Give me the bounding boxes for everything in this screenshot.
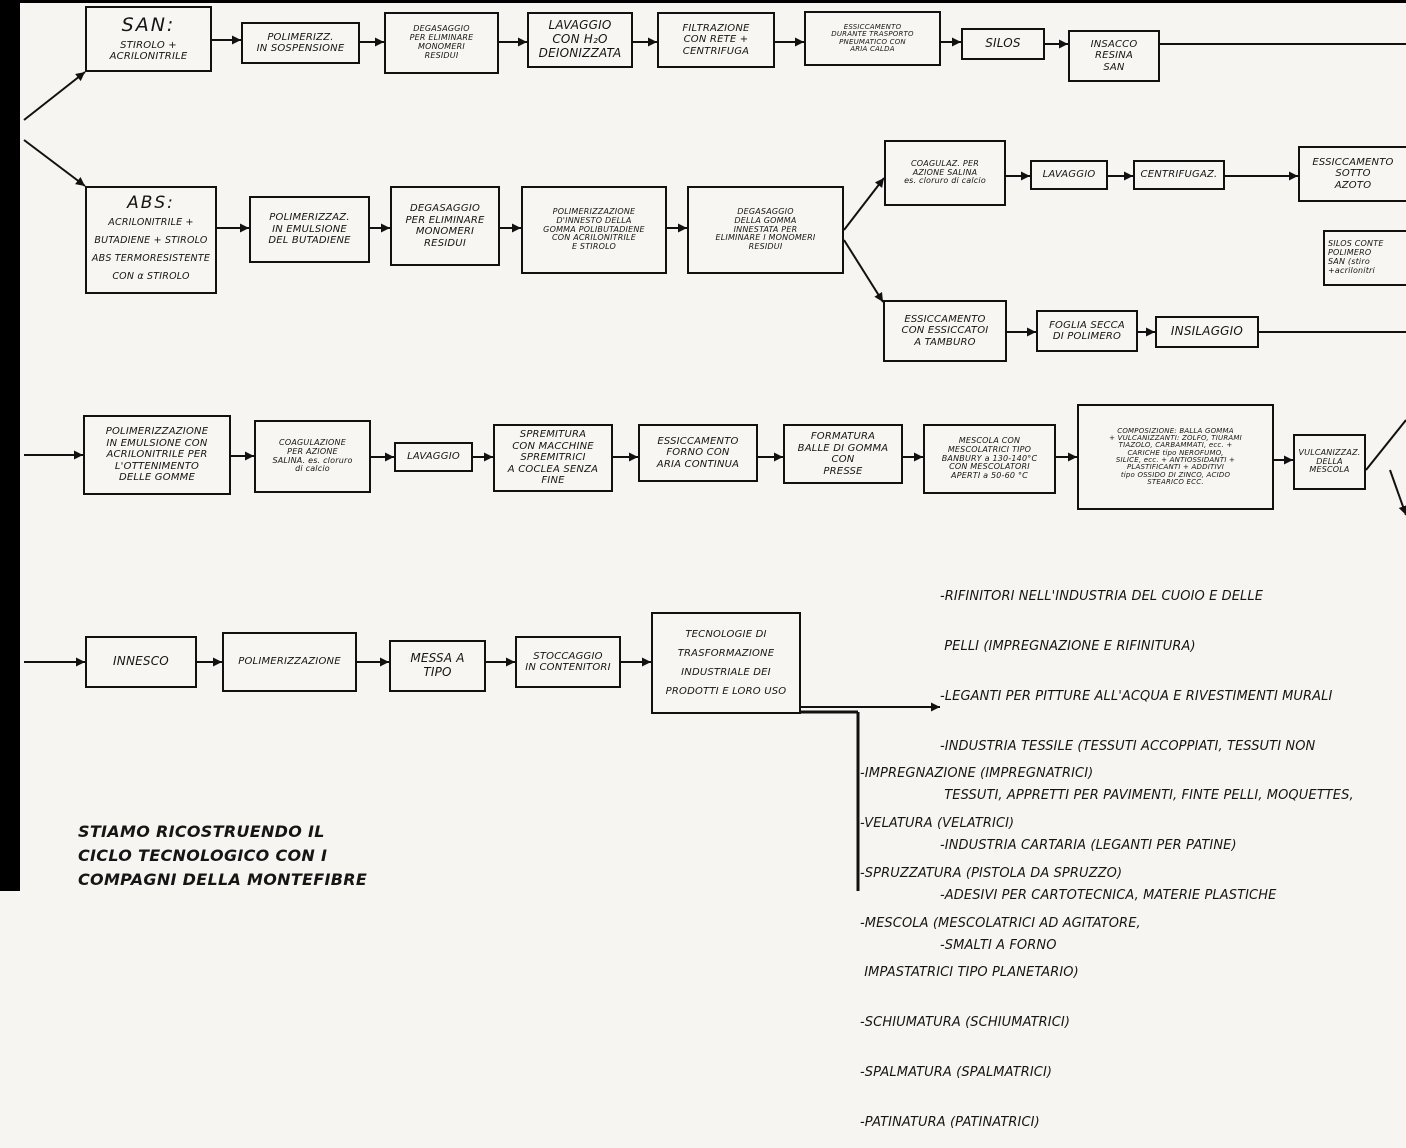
connector-line bbox=[843, 177, 885, 231]
arrow-head bbox=[518, 37, 527, 47]
arrow-head bbox=[213, 657, 222, 667]
arrow-head bbox=[484, 452, 493, 462]
latex-step-2: POLIMERIZZAZIONE bbox=[222, 632, 357, 692]
techniques-list: -IMPREGNAZIONE (IMPREGNATRICI) -VELATURA… bbox=[860, 733, 1141, 1148]
san-step-insacco: INSACCO RESINA SAN bbox=[1068, 30, 1160, 82]
arrow-head bbox=[629, 452, 638, 462]
rubber-step-6: FORMATURA BALLE DI GOMMA CON PRESSE bbox=[783, 424, 903, 484]
technique-line: -SCHIUMATURA (SCHIUMATRICI) bbox=[860, 1015, 1071, 1031]
arrow-head bbox=[1068, 452, 1077, 462]
arrow-head bbox=[1398, 505, 1406, 515]
arrow-head bbox=[874, 178, 884, 188]
arrow-head bbox=[1284, 455, 1293, 465]
arrow-head bbox=[952, 37, 961, 47]
connector-line bbox=[23, 71, 86, 121]
rubber-step-8: COMPOSIZIONE: BALLA GOMMA + VULCANIZZANT… bbox=[1077, 404, 1274, 510]
uses-line: -RIFINITORI NELL'INDUSTRIA DEL CUOIO E D… bbox=[940, 589, 1264, 605]
arrow-head bbox=[75, 176, 85, 186]
uses-line: TESSUTI, APPRETTI PER PAVIMENTI, FINTE P… bbox=[940, 788, 1354, 804]
san-source-box: SAN: STIROLO + ACRILONITRILE bbox=[85, 6, 212, 72]
arrow-head bbox=[381, 223, 390, 233]
technique-line: IMPASTATRICI TIPO PLANETARIO) bbox=[860, 965, 1079, 981]
arrow-head bbox=[1289, 171, 1298, 181]
handwritten-note: STIAMO RICOSTRUENDO IL CICLO TECNOLOGICO… bbox=[78, 822, 368, 889]
connector-line bbox=[1365, 419, 1406, 471]
latex-step-4: STOCCAGGIO IN CONTENITORI bbox=[515, 636, 621, 688]
abs-step-2: DEGASAGGIO PER ELIMINARE MONOMERI RESIDU… bbox=[390, 186, 500, 266]
uses-line: -INDUSTRIA TESSILE (TESSUTI ACCOPPIATI, … bbox=[940, 738, 1316, 754]
abs-step-1: POLIMERIZZAZ. IN EMULSIONE DEL BUTADIENE bbox=[249, 196, 370, 263]
arrow-head bbox=[774, 452, 783, 462]
arrow-head bbox=[931, 702, 940, 712]
san-step-2: DEGASAGGIO PER ELIMINARE MONOMERI RESIDU… bbox=[384, 12, 499, 74]
arrow-head bbox=[642, 657, 651, 667]
technique-line: -SPALMATURA (SPALMATRICI) bbox=[860, 1064, 1053, 1080]
arrow-head bbox=[76, 657, 85, 667]
uses-line: PELLI (IMPREGNAZIONE E RIFINITURA) bbox=[940, 638, 1196, 654]
arrow-head bbox=[232, 35, 241, 45]
arrow-head bbox=[75, 72, 85, 82]
abs-lower-step-3: INSILAGGIO bbox=[1155, 316, 1259, 348]
connector-line bbox=[23, 139, 86, 187]
arrow-head bbox=[1027, 327, 1036, 337]
page-frame bbox=[0, 0, 1406, 891]
arrow-head bbox=[1146, 327, 1155, 337]
arrow-head bbox=[380, 657, 389, 667]
rubber-step-7: MESCOLA CON MESCOLATRICI TIPO BANBURY a … bbox=[923, 424, 1056, 494]
abs-upper-step-4: ESSICCAMENTO SOTTO AZOTO bbox=[1298, 146, 1406, 202]
silos-san-box: SILOS CONTE POLIMERO SAN (stiro +acrilon… bbox=[1323, 230, 1406, 286]
san-subtitle: STIROLO + ACRILONITRILE bbox=[109, 39, 188, 63]
connector-arrows bbox=[23, 35, 1406, 891]
san-step-5: ESSICCAMENTO DURANTE TRASPORTO PNEUMATIC… bbox=[804, 11, 941, 66]
san-step-4: FILTRAZIONE CON RETE + CENTRIFUGA bbox=[657, 12, 775, 68]
san-title: SAN: bbox=[121, 14, 176, 37]
arrow-head bbox=[1124, 171, 1133, 181]
technique-line: -SPRUZZATURA (PISTOLA DA SPRUZZO) bbox=[860, 865, 1123, 881]
rubber-step-1: POLIMERIZZAZIONE IN EMULSIONE CON ACRILO… bbox=[83, 415, 231, 495]
abs-source-box: ABS: ACRILONITRILE + BUTADIENE + STIROLO… bbox=[85, 186, 217, 294]
arrow-head bbox=[1059, 39, 1068, 49]
arrow-head bbox=[240, 223, 249, 233]
arrow-head bbox=[512, 223, 521, 233]
technique-line: -VELATURA (VELATRICI) bbox=[860, 815, 1015, 831]
arrow-head bbox=[648, 37, 657, 47]
abs-upper-step-2: LAVAGGIO bbox=[1030, 160, 1108, 190]
uses-line: -INDUSTRIA CARTARIA (LEGANTI PER PATINE) bbox=[940, 838, 1237, 854]
abs-step-3: POLIMERIZZAZIONE D'INNESTO DELLA GOMMA P… bbox=[521, 186, 667, 274]
arrow-head bbox=[506, 657, 515, 667]
arrow-head bbox=[914, 452, 923, 462]
technique-line: -IMPREGNAZIONE (IMPREGNATRICI) bbox=[860, 766, 1094, 782]
arrow-head bbox=[385, 452, 394, 462]
uses-line: -LEGANTI PER PITTURE ALL'ACQUA E RIVESTI… bbox=[940, 688, 1333, 704]
rubber-step-9: VULCANIZZAZ. DELLA MESCOLA bbox=[1293, 434, 1366, 490]
abs-title: ABS: bbox=[127, 193, 175, 214]
arrow-head bbox=[245, 451, 254, 461]
rubber-step-2: COAGULAZIONE PER AZIONE SALINA. es. clor… bbox=[254, 420, 371, 493]
rubber-step-4: SPREMITURA CON MACCHINE SPREMITRICI A CO… bbox=[493, 424, 613, 492]
rubber-step-5: ESSICCAMENTO FORNO CON ARIA CONTINUA bbox=[638, 424, 758, 482]
latex-step-3: MESSA A TIPO bbox=[389, 640, 486, 692]
arrow-head bbox=[874, 291, 883, 302]
abs-subtitle: ACRILONITRILE + BUTADIENE + STIROLO ABS … bbox=[91, 216, 211, 282]
abs-lower-step-2: FOGLIA SECCA DI POLIMERO bbox=[1036, 310, 1138, 352]
san-step-silos: SILOS bbox=[961, 28, 1045, 60]
arrow-head bbox=[795, 37, 804, 47]
abs-step-4: DEGASAGGIO DELLA GOMMA INNESTATA PER ELI… bbox=[687, 186, 844, 274]
arrow-head bbox=[375, 37, 384, 47]
connector-line bbox=[843, 239, 884, 303]
abs-lower-step-1: ESSICCAMENTO CON ESSICCATOI A TAMBURO bbox=[883, 300, 1007, 362]
technique-line: -MESCOLA (MESCOLATRICI AD AGITATORE, bbox=[860, 915, 1141, 931]
technique-line: -PATINATURA (PATINATRICI) bbox=[860, 1114, 1040, 1130]
san-step-3: LAVAGGIO CON H₂O DEIONIZZATA bbox=[527, 12, 633, 68]
latex-step-5: TECNOLOGIE DI TRASFORMAZIONE INDUSTRIALE… bbox=[651, 612, 801, 714]
latex-step-1: INNESCO bbox=[85, 636, 197, 688]
san-step-1: POLIMERIZZ. IN SOSPENSIONE bbox=[241, 22, 360, 64]
abs-upper-step-3: CENTRIFUGAZ. bbox=[1133, 160, 1225, 190]
rubber-step-3: LAVAGGIO bbox=[394, 442, 473, 472]
arrow-head bbox=[678, 223, 687, 233]
arrow-head bbox=[74, 450, 83, 460]
arrow-head bbox=[1021, 171, 1030, 181]
abs-upper-step-1: COAGULAZ. PER AZIONE SALINA es. cloruro … bbox=[884, 140, 1006, 206]
